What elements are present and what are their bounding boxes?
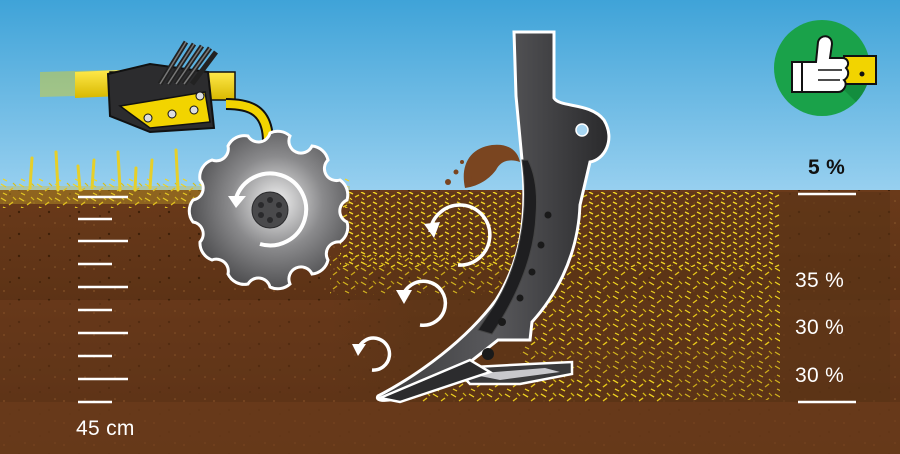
thumbs-up-icon <box>774 20 877 116</box>
soil-crumbs <box>445 160 472 185</box>
rotating-disc-icon <box>187 129 350 291</box>
mixed-residue-mid <box>520 265 780 345</box>
layer1-percentage: 35 % <box>795 269 845 292</box>
mixed-residue-left <box>330 255 530 295</box>
soil-splash <box>463 144 520 188</box>
subsoiler-tine-icon <box>375 30 611 404</box>
mixed-residue-bottom <box>420 380 670 402</box>
layer2-percentage: 30 % <box>795 316 845 339</box>
rotation-arrows <box>356 203 492 372</box>
depth-scale <box>78 195 128 404</box>
lower-soil <box>0 402 900 454</box>
layer3-percentage: 30 % <box>795 364 845 387</box>
rotation-arrowheads <box>352 222 440 356</box>
stubble <box>28 148 180 192</box>
machine-arm-icon <box>40 40 274 143</box>
surface-percentage: 5 % <box>808 156 846 179</box>
depth-label: 45 cm <box>76 417 135 440</box>
layer-markers <box>798 192 856 404</box>
